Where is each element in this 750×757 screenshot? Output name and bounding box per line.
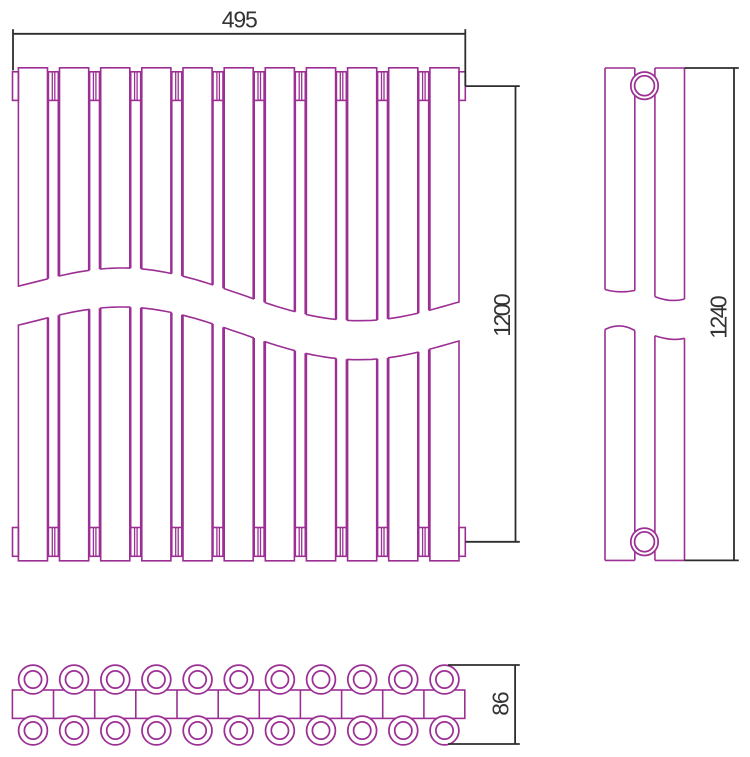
svg-text:495: 495 <box>222 7 257 33</box>
svg-text:1200: 1200 <box>489 294 515 337</box>
svg-text:86: 86 <box>488 692 514 716</box>
svg-text:1240: 1240 <box>705 296 731 339</box>
